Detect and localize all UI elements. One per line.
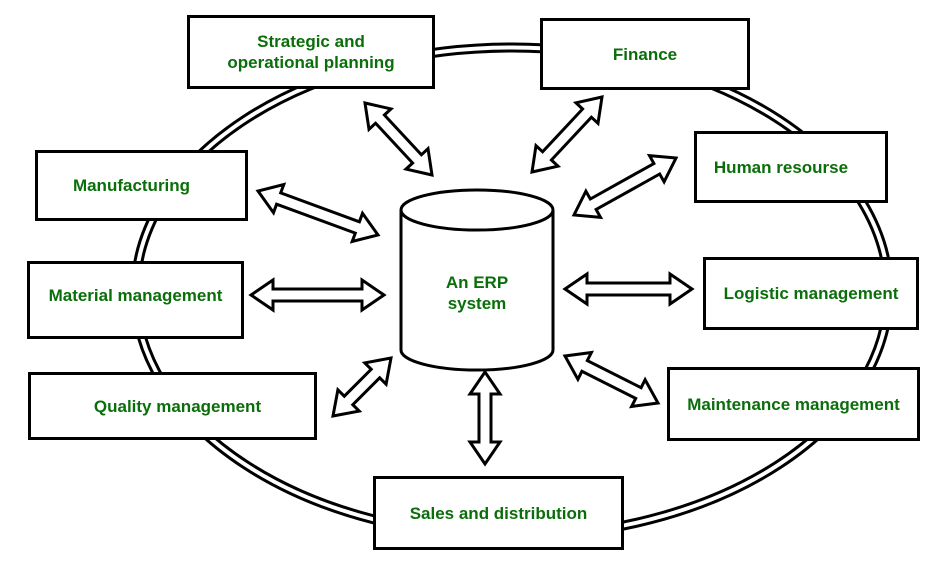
module-label: Maintenance management xyxy=(687,394,900,414)
double-arrow-icon-manufacturing xyxy=(255,182,381,244)
erp-system-label: An ERP system xyxy=(410,272,544,314)
module-label: Sales and distribution xyxy=(409,503,588,523)
module-label: Human resourse xyxy=(713,157,849,177)
module-strategic-planning: Strategic and operational planning xyxy=(187,15,435,89)
module-label: Strategic and xyxy=(257,32,365,51)
module-label: Material management xyxy=(48,285,223,305)
module-human-resource: Human resourse xyxy=(694,131,888,203)
module-maintenance-management: Maintenance management xyxy=(667,367,920,441)
module-manufacturing: Manufacturing xyxy=(35,150,248,221)
double-arrow-icon-quality xyxy=(331,356,393,418)
module-sales-distribution: Sales and distribution xyxy=(373,476,624,550)
module-label: Quality management xyxy=(93,396,262,416)
erp-label-line1: An ERP xyxy=(445,273,509,292)
module-logistic-management: Logistic management xyxy=(703,257,919,330)
erp-label-line2: system xyxy=(447,294,507,313)
module-label: Manufacturing xyxy=(72,176,191,195)
erp-cylinder-icon xyxy=(399,188,555,372)
double-arrow-icon-finance xyxy=(530,95,604,174)
module-label: Logistic management xyxy=(723,284,899,303)
module-quality-management: Quality management xyxy=(28,372,317,440)
double-arrow-icon-maintenance xyxy=(562,350,661,409)
double-arrow-icon-strategic xyxy=(363,101,434,177)
double-arrow-icon-human xyxy=(571,153,679,220)
double-arrow-icon-logistic xyxy=(562,271,695,307)
module-label: operational planning xyxy=(227,53,395,72)
double-arrow-icon-material xyxy=(248,277,387,313)
module-material-management: Material management xyxy=(27,261,244,339)
double-arrow-icon-sales xyxy=(467,369,503,467)
module-label: Finance xyxy=(612,44,678,64)
module-finance: Finance xyxy=(540,18,750,90)
